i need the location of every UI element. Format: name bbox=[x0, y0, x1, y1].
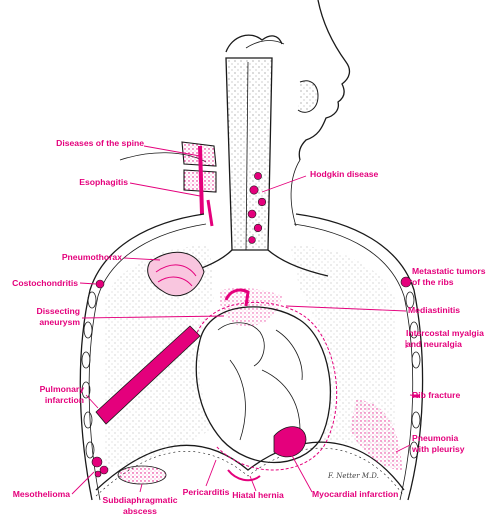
leader-lines bbox=[71, 145, 421, 495]
labels: Diseases of the spine Esophagitis Hodgki… bbox=[12, 138, 486, 516]
lungs bbox=[104, 245, 402, 470]
label-intercostal-line2: and neuralgia bbox=[406, 339, 462, 349]
pneumothorax bbox=[147, 251, 205, 297]
label-pulmonary-line2: infarction bbox=[45, 395, 84, 405]
vertebra bbox=[181, 141, 217, 227]
label-subdiaphragmatic-line2: abscess bbox=[123, 506, 157, 516]
label-pulmonary-line1: Pulmonary bbox=[40, 384, 85, 394]
pulmonary-infarction-wedge bbox=[95, 325, 201, 425]
artist-signature: F. Netter M.D. bbox=[327, 472, 379, 480]
label-hodgkin-disease: Hodgkin disease bbox=[310, 169, 379, 179]
label-intercostal-line1: Intercostal myalgia bbox=[406, 328, 484, 338]
label-mediastinitis: Mediastinitis bbox=[408, 305, 460, 315]
head-profile bbox=[119, 0, 351, 227]
heart bbox=[193, 288, 338, 471]
label-pneumonia-line1: Pneumonia bbox=[412, 433, 459, 443]
label-rib-fracture: Rib fracture bbox=[412, 390, 460, 400]
label-costochondritis: Costochondritis bbox=[12, 278, 78, 288]
label-diseases-of-spine: Diseases of the spine bbox=[56, 138, 144, 148]
label-pericarditis: Pericarditis bbox=[183, 487, 230, 497]
lymph-nodes bbox=[247, 172, 267, 244]
label-hiatal-hernia: Hiatal hernia bbox=[232, 490, 284, 500]
chest-wall bbox=[79, 213, 424, 501]
label-metastatic-line2: of the ribs bbox=[412, 277, 454, 287]
label-pneumonia-line2: with pleurisy bbox=[411, 444, 465, 454]
abdomen bbox=[117, 465, 261, 485]
label-pneumothorax: Pneumothorax bbox=[62, 252, 122, 262]
label-dissecting-line2: aneurysm bbox=[39, 317, 80, 327]
label-subdiaphragmatic-line1: Subdiaphragmatic bbox=[103, 495, 178, 505]
label-dissecting-line1: Dissecting bbox=[37, 306, 80, 316]
label-metastatic-line1: Metastatic tumors bbox=[412, 266, 486, 276]
label-mesothelioma: Mesothelioma bbox=[13, 489, 71, 499]
label-esophagitis: Esophagitis bbox=[79, 177, 128, 187]
label-myocardial-infarction: Myocardial infarction bbox=[312, 489, 398, 499]
